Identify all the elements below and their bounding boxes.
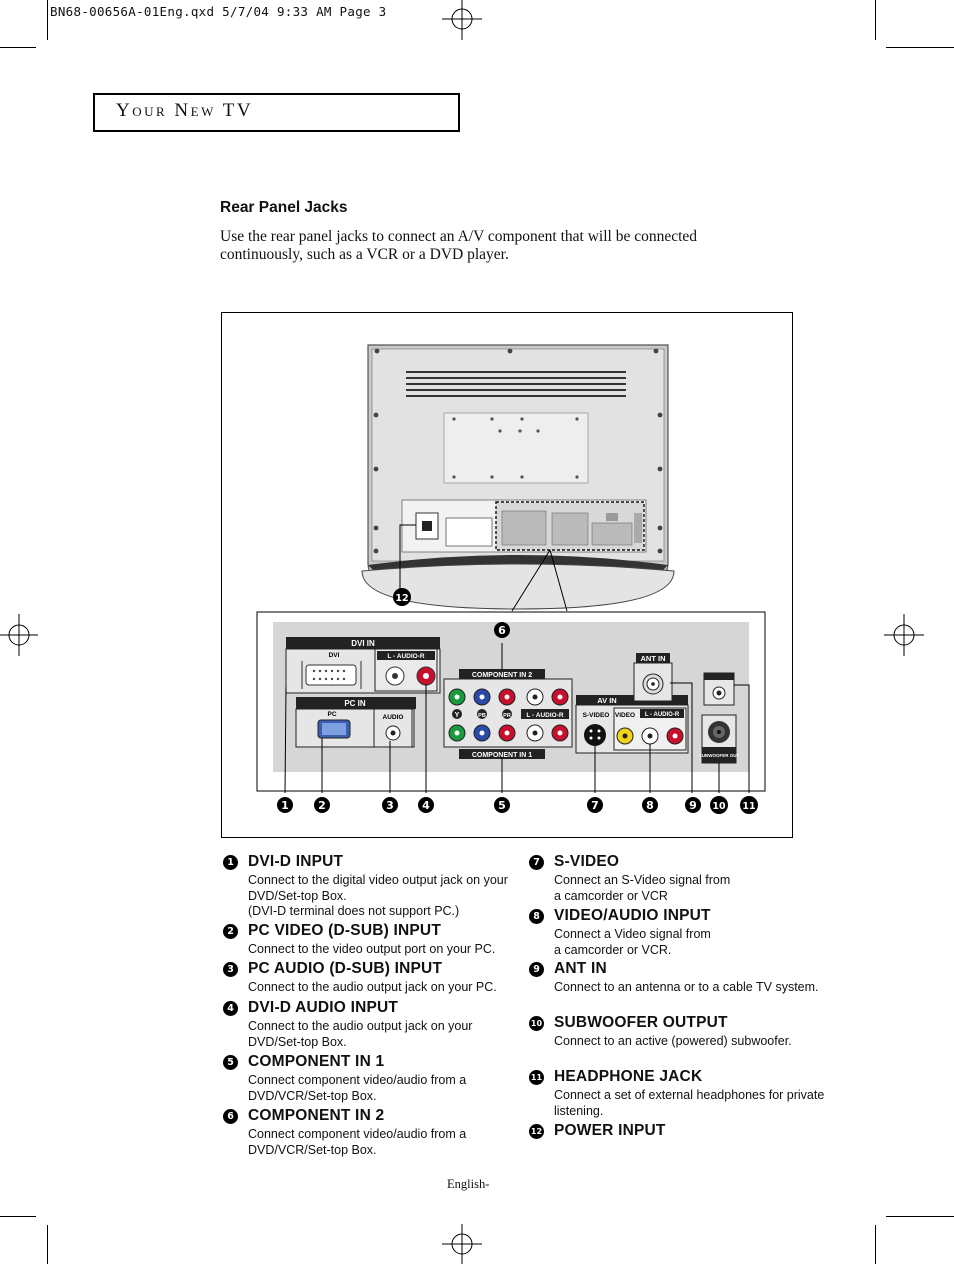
item-title: DVI-D INPUT (248, 853, 344, 870)
registration-mark-right (884, 614, 924, 656)
leader-lines (284, 643, 750, 794)
component-in-1-label: COMPONENT IN 1 (472, 752, 532, 759)
item-description: Connect to an active (powered) subwoofer… (554, 1034, 792, 1048)
item-title: PC AUDIO (D-SUB) INPUT (248, 960, 443, 977)
item-number: 7 (529, 855, 544, 870)
callout-4: 4 (422, 799, 430, 812)
s-video-label: S-VIDEO (583, 712, 610, 719)
component-in-2-label: COMPONENT IN 2 (472, 672, 532, 679)
item-number: 12 (529, 1124, 544, 1139)
item-number: 4 (223, 1001, 238, 1016)
rear-panel-figure-frame (221, 312, 793, 838)
item-description: Connect an S-Video signal from a camcord… (554, 873, 731, 903)
item-number: 9 (529, 962, 544, 977)
item-description: Connect to the digital video output jack… (248, 873, 508, 918)
component-audio-label: L - AUDIO-R (526, 712, 563, 719)
callout-7: 7 (591, 799, 599, 812)
item-title: PC VIDEO (D-SUB) INPUT (248, 922, 441, 939)
pr-label: PR (503, 713, 511, 719)
item-number: 5 (223, 1055, 238, 1070)
section-title-box (93, 93, 460, 132)
callout-3: 3 (386, 799, 394, 812)
item-title: DVI-D AUDIO INPUT (248, 999, 399, 1016)
subwoofer-out-label: SUBWOOFER OUT (699, 753, 740, 758)
item-title: SUBWOOFER OUTPUT (554, 1014, 728, 1031)
callout-10: 10 (712, 801, 726, 812)
item-description: Connect to the video output port on your… (248, 942, 496, 956)
tv-back (361, 344, 675, 612)
pc-audio-label: AUDIO (383, 714, 404, 721)
ant-in-label: ANT IN (641, 654, 666, 663)
callout-numbers: 1 2 3 4 5 6 7 8 9 10 11 12 (277, 588, 758, 814)
page-footer: English- (447, 1177, 490, 1191)
section-title: Your New TV (116, 100, 254, 121)
item-number: 10 (529, 1016, 544, 1031)
callout-6: 6 (498, 624, 506, 637)
item-number: 3 (223, 962, 238, 977)
item-number: 8 (529, 909, 544, 924)
item-description: Connect a Video signal from a camcorder … (554, 927, 711, 957)
item-title: POWER INPUT (554, 1122, 666, 1139)
dvi-audio-label: L - AUDIO-R (387, 653, 424, 660)
callout-12: 12 (395, 593, 408, 604)
rear-panel-diagram: DVI IN DVI L - AUDIO-R PC IN PC AUDIO CO… (256, 344, 766, 814)
dvi-label: DVI (329, 652, 340, 659)
item-number: 2 (223, 924, 238, 939)
callout-2: 2 (318, 799, 326, 812)
item-title: S-VIDEO (554, 853, 620, 870)
callout-9: 9 (689, 799, 697, 812)
registration-mark-left (0, 614, 38, 656)
av-in-label: AV IN (597, 696, 616, 705)
item-number: 11 (529, 1070, 544, 1085)
item-title: COMPONENT IN 1 (248, 1053, 385, 1070)
item-description: Connect component video/audio from a DVD… (248, 1073, 467, 1103)
intro-paragraph: Use the rear panel jacks to connect an A… (220, 228, 698, 263)
callout-1: 1 (281, 799, 289, 812)
av-video-label: VIDEO (615, 712, 635, 719)
item-description: Connect to the audio output jack on your… (248, 980, 497, 994)
pb-label: PB (478, 713, 486, 719)
item-title: VIDEO/AUDIO INPUT (554, 907, 711, 924)
pc-label: PC (327, 711, 336, 718)
page-heading: Rear Panel Jacks (220, 199, 348, 216)
av-audio-label: L - AUDIO-R (645, 712, 680, 718)
dvi-in-label: DVI IN (351, 639, 375, 648)
item-title: HEADPHONE JACK (554, 1068, 703, 1085)
registration-mark-top (442, 0, 482, 40)
registration-mark-bottom (442, 1224, 482, 1264)
item-description: Connect component video/audio from a DVD… (248, 1127, 467, 1157)
item-description: Connect to an antenna or to a cable TV s… (554, 980, 819, 994)
y-label: Y (455, 712, 460, 719)
callout-8: 8 (646, 799, 654, 812)
callout-11: 11 (742, 801, 755, 812)
zoomed-jack-panel: DVI IN DVI L - AUDIO-R PC IN PC AUDIO CO… (256, 611, 766, 792)
item-number: 6 (223, 1109, 238, 1124)
item-description: Connect a set of external headphones for… (554, 1088, 825, 1118)
callout-5: 5 (498, 799, 506, 812)
item-description: Connect to the audio output jack on your… (248, 1019, 473, 1049)
item-number: 1 (223, 855, 238, 870)
pc-in-label: PC IN (344, 699, 366, 708)
print-slug: BN68-00656A-01Eng.qxd 5/7/04 9:33 AM Pag… (50, 4, 387, 19)
item-title: ANT IN (554, 960, 607, 977)
item-title: COMPONENT IN 2 (248, 1107, 385, 1124)
